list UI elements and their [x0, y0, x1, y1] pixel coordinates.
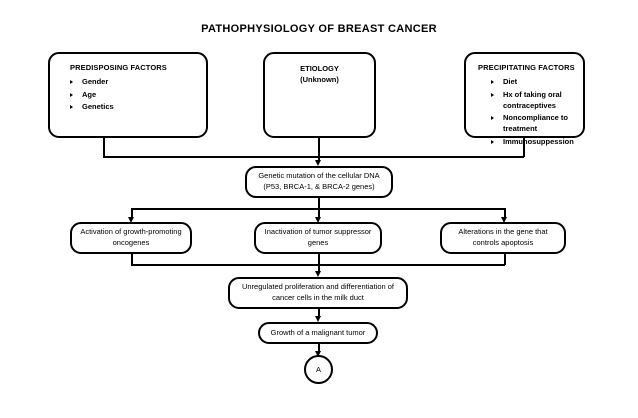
list-item-label: Diet: [503, 77, 518, 87]
bullet-icon: [70, 104, 73, 109]
connector-merge-middle: [318, 254, 320, 265]
node-apoptosis: Alterations in the gene that controls ap…: [440, 222, 566, 254]
precipitating-list: Diet Hx of taking oral contraceptives No…: [471, 76, 578, 148]
connector-label: A: [315, 365, 321, 374]
connector-proliferation-stub: [318, 309, 320, 318]
node-oncogenes: Activation of growth-promoting oncogenes: [70, 222, 192, 254]
node-genetic-mutation: Genetic mutation of the cellular DNA (P5…: [245, 166, 393, 198]
list-item: Hx of taking oral contraceptives: [491, 89, 578, 112]
arrow-into-proliferation: [314, 271, 321, 277]
offpage-connector-a: A: [304, 355, 333, 384]
node-predisposing-factors: PREDISPOSING FACTORS Gender Age Genetics: [48, 52, 208, 138]
node-etiology: ETIOLOGY (Unknown): [263, 52, 376, 138]
arrow-into-suppressor: [314, 217, 321, 223]
connector-fanout-right: [504, 208, 506, 219]
bullet-icon: [70, 92, 73, 97]
list-item: Immunosuppession: [491, 136, 578, 147]
predisposing-heading: PREDISPOSING FACTORS: [70, 63, 167, 72]
bullet-icon: [491, 116, 494, 121]
connector-predisposing-stub: [103, 138, 105, 157]
arrow-into-tumor: [314, 316, 321, 322]
list-item-label: Age: [82, 89, 97, 99]
list-item-label: Genetics: [82, 101, 114, 111]
node-malignant-tumor: Growth of a malignant tumor: [258, 322, 378, 344]
tumor-text: Growth of a malignant tumor: [270, 327, 366, 337]
arrow-into-connector: [314, 351, 321, 357]
arrow-into-oncogenes: [127, 217, 134, 223]
connector-merge-right: [504, 254, 506, 265]
connector-fanout-middle: [318, 208, 320, 219]
list-item-label: Hx of taking oral contraceptives: [503, 89, 562, 110]
apoptosis-text: Alterations in the gene that controls ap…: [458, 227, 548, 247]
bullet-icon: [491, 92, 494, 97]
connector-mutation-stub: [318, 198, 320, 209]
list-item-label: Gender: [82, 77, 109, 87]
list-item: Diet: [491, 76, 578, 87]
bullet-icon: [491, 139, 494, 144]
bullet-icon: [491, 80, 494, 85]
etiology-line-1: ETIOLOGY: [300, 64, 339, 73]
page-title: PATHOPHYSIOLOGY OF BREAST CANCER: [201, 23, 437, 35]
mutation-line-2: (P53, BRCA-1, & BRCA-2 genes): [263, 182, 375, 191]
connector-merge-left: [131, 254, 133, 265]
connector-precipitating-stub: [523, 138, 525, 157]
connector-fanout-left: [131, 208, 133, 219]
list-item-label: Noncompliance to treatment: [503, 113, 569, 134]
list-item: Noncompliance to treatment: [491, 112, 578, 135]
node-precipitating-factors: PRECIPITATING FACTORS Diet Hx of taking …: [464, 52, 585, 146]
etiology-line-2: (Unknown): [300, 74, 339, 84]
bullet-icon: [70, 80, 73, 85]
node-tumor-suppressor: Inactivation of tumor suppressor genes: [254, 222, 382, 254]
connector-merge-stub: [318, 264, 320, 273]
connector-top-bus: [103, 156, 524, 158]
list-item: Age: [70, 89, 200, 100]
proliferation-text: Unregulated proliferation and differenti…: [241, 282, 395, 302]
oncogenes-text: Activation of growth-promoting oncogenes: [80, 227, 182, 247]
predisposing-list: Gender Age Genetics: [56, 76, 200, 113]
arrow-into-mutation: [314, 160, 321, 166]
list-item: Genetics: [70, 101, 200, 112]
list-item: Gender: [70, 76, 200, 87]
list-item-label: Immunosuppession: [503, 136, 574, 146]
connector-etiology-stub: [318, 138, 320, 161]
mutation-line-1: Genetic mutation of the cellular DNA: [258, 171, 380, 181]
suppressor-text: Inactivation of tumor suppressor genes: [264, 227, 372, 247]
precipitating-heading: PRECIPITATING FACTORS: [478, 63, 575, 72]
arrow-into-apoptosis: [500, 217, 507, 223]
connector-tumor-stub: [318, 344, 320, 353]
node-proliferation: Unregulated proliferation and differenti…: [228, 277, 408, 309]
